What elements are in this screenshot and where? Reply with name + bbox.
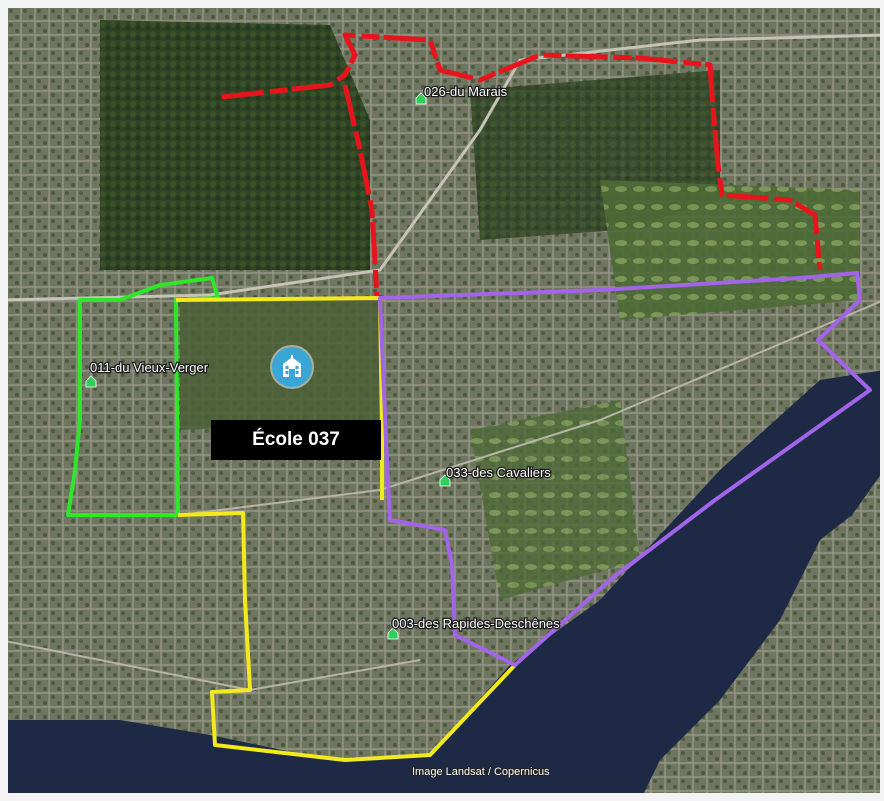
home-icon xyxy=(85,375,97,388)
home-icon xyxy=(439,474,451,487)
school-label: École 037 xyxy=(211,420,381,460)
home-icon xyxy=(387,627,399,640)
boundary-033 xyxy=(378,271,872,667)
place-marker-026[interactable]: 026-du Marais xyxy=(415,83,509,105)
place-marker-003[interactable]: 003-des Rapides-Deschênes xyxy=(387,615,561,640)
place-label-011: 011-du Vieux-Verger xyxy=(90,360,209,375)
forest-area xyxy=(100,20,370,270)
place-label-026: 026-du Marais xyxy=(424,84,508,99)
road xyxy=(179,299,884,516)
school-marker[interactable] xyxy=(272,347,312,387)
place-label-033: 033-des Cavaliers xyxy=(446,465,551,480)
urban-area-south-east xyxy=(640,470,884,801)
place-marker-033[interactable]: 033-des Cavaliers xyxy=(439,464,553,487)
golf-course-south xyxy=(470,400,640,600)
school-building-icon xyxy=(283,355,301,377)
highway xyxy=(0,33,884,302)
golf-course xyxy=(600,180,860,320)
place-marker-011[interactable]: 011-du Vieux-Verger xyxy=(85,359,210,388)
map-attribution: Image Landsat / Copernicus xyxy=(412,766,550,778)
home-icon xyxy=(415,92,427,105)
river xyxy=(0,370,884,801)
boundary-026 xyxy=(221,32,823,299)
place-label-003: 003-des Rapides-Deschênes xyxy=(392,616,560,631)
